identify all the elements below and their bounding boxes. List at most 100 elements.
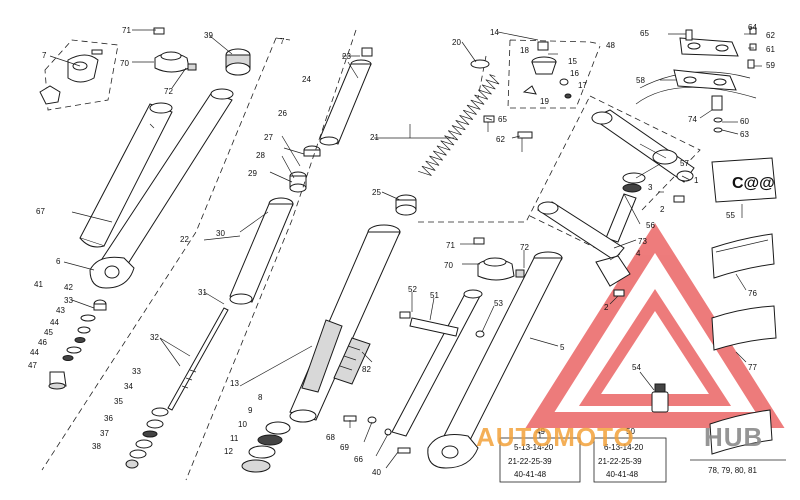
label-30: 30 (216, 229, 225, 238)
watermark-text-hub: HUB (704, 422, 763, 452)
bolts-62-65 (483, 115, 533, 152)
label-10: 10 (238, 420, 247, 429)
kit-box-49-line1: 5-13-14-20 (514, 443, 554, 452)
inner-tube-13 (289, 224, 401, 423)
label-71b: 71 (446, 241, 455, 250)
label-15: 15 (568, 57, 577, 66)
damper-rod-24 (319, 47, 373, 146)
label-56: 56 (646, 221, 655, 230)
label-64: 64 (748, 23, 757, 32)
kit-box-50-title: 50 (626, 427, 635, 436)
label-38: 38 (92, 442, 101, 451)
label-72b: 72 (520, 243, 529, 252)
top-cap-39 (225, 48, 251, 76)
handlebar-riser-58 (673, 69, 737, 91)
label-9: 9 (248, 406, 253, 415)
cylinder-30 (229, 197, 294, 305)
label-29: 29 (248, 169, 257, 178)
label-35: 35 (114, 397, 123, 406)
label-66: 66 (354, 455, 363, 464)
label-33b: 33 (132, 367, 141, 376)
lower-fork-slider-6 (89, 88, 234, 289)
decal-55-text: C@@ (732, 175, 775, 192)
valve-stack-33-38 (125, 407, 169, 469)
label-58: 58 (636, 76, 645, 85)
kit-box-49-title: 49 (536, 427, 545, 436)
panel-13-frame (185, 29, 357, 481)
panel-22-frame (41, 37, 291, 471)
part-labels: 7 71 70 72 39 7 23 24 26 27 28 29 67 30 … (28, 23, 775, 477)
label-39: 39 (204, 31, 213, 40)
handlebar-clamp-64 (679, 37, 739, 57)
label-21: 21 (370, 133, 379, 142)
label-68: 68 (326, 433, 335, 442)
decal-77 (711, 305, 777, 351)
label-13: 13 (230, 379, 239, 388)
decal-55: C@@ (711, 157, 777, 203)
label-71a: 71 (122, 26, 131, 35)
reflector-82 (333, 337, 371, 385)
seal-stack-9-12 (241, 421, 291, 473)
label-82: 82 (362, 365, 371, 374)
label-6: 6 (56, 257, 61, 266)
spacer-25 (395, 194, 417, 216)
fork-leg-67 (79, 102, 173, 248)
label-8: 8 (258, 393, 263, 402)
label-61: 61 (766, 45, 775, 54)
fork-clamp-70-left (153, 27, 197, 73)
label-46: 46 (38, 338, 47, 347)
label-23: 23 (342, 52, 351, 61)
label-74: 74 (688, 115, 697, 124)
outer-leg-5 (427, 251, 563, 469)
label-70b: 70 (444, 261, 453, 270)
label-45: 45 (44, 328, 53, 337)
label-1: 1 (694, 176, 699, 185)
label-32: 32 (150, 333, 159, 342)
leader-lines (49, 29, 762, 469)
label-4: 4 (636, 249, 641, 258)
label-77: 77 (748, 363, 757, 372)
cap-assembly-18 (522, 41, 572, 99)
label-70a: 70 (120, 59, 129, 68)
label-12: 12 (224, 447, 233, 456)
label-55: 55 (726, 211, 735, 220)
label-41: 41 (34, 280, 43, 289)
label-31: 31 (198, 288, 207, 297)
decal-76 (711, 233, 775, 279)
label-3: 3 (648, 183, 653, 192)
label-14: 14 (490, 28, 499, 37)
label-44a: 44 (50, 318, 59, 327)
panel-stem-frame (529, 95, 701, 251)
panel-48-frame (507, 39, 601, 109)
watermark-text-automoto: AUTOMOTO (476, 422, 635, 452)
kit-box-50-line3: 40-41-48 (606, 470, 639, 479)
label-24: 24 (302, 75, 311, 84)
label-42: 42 (64, 283, 73, 292)
label-72a: 72 (164, 87, 173, 96)
label-26: 26 (278, 109, 287, 118)
label-62a: 62 (496, 135, 505, 144)
label-52: 52 (408, 285, 417, 294)
label-36: 36 (104, 414, 113, 423)
kit-box-49-line3: 40-41-48 (514, 470, 547, 479)
label-7b: 7 (280, 37, 285, 46)
fork-clamp-70-right (473, 237, 525, 281)
kit-box-49: 49 5-13-14-20 21-22-25-39 40-41-48 (499, 427, 581, 483)
label-19: 19 (540, 97, 549, 106)
decal-78-81 (690, 409, 786, 461)
label-11: 11 (230, 434, 239, 443)
label-40: 40 (372, 468, 381, 477)
label-51: 51 (430, 291, 439, 300)
label-28: 28 (256, 151, 265, 160)
label-2a: 2 (660, 205, 665, 214)
stem-bearing-3 (605, 172, 646, 243)
bolts-2 (613, 195, 685, 297)
bracket-51-53 (399, 311, 485, 338)
label-53: 53 (494, 299, 503, 308)
bushing-26-28 (289, 145, 321, 193)
label-44b: 44 (30, 348, 39, 357)
label-18: 18 (520, 46, 529, 55)
label-69: 69 (340, 443, 349, 452)
label-5: 5 (560, 343, 565, 352)
